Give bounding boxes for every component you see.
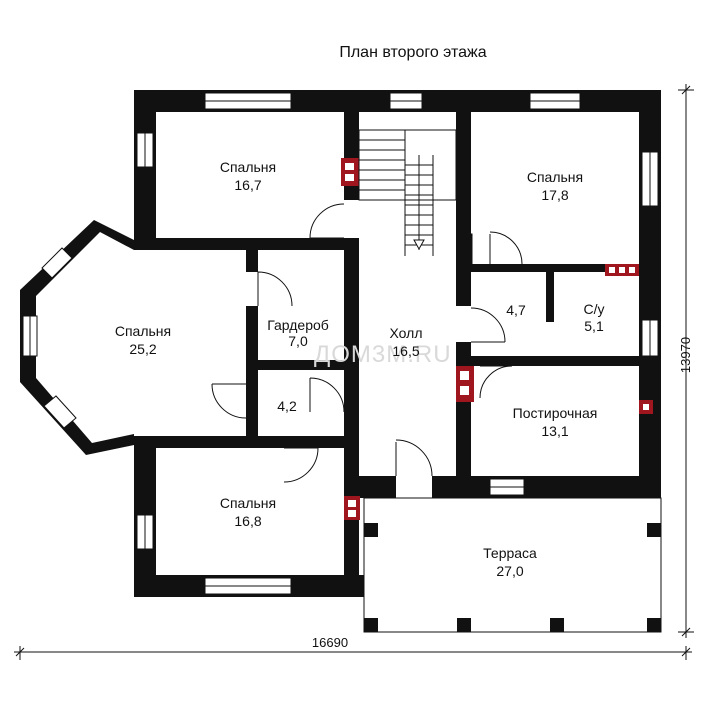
dimension-width: 16690 <box>312 635 348 650</box>
vent-blocks <box>341 158 653 520</box>
room-laundry-name: Постирочная <box>513 405 598 421</box>
room-bedroom-1-name: Спальня <box>220 159 276 175</box>
staircase <box>358 129 457 256</box>
watermark: ДОМ3М.RU <box>314 341 452 368</box>
room-small-1-area: 4,7 <box>506 302 526 318</box>
room-bedroom-4-name: Спальня <box>220 495 276 511</box>
terrace <box>363 497 662 633</box>
room-laundry-area: 13,1 <box>541 423 568 439</box>
windows <box>22 92 659 595</box>
room-terrace-area: 27,0 <box>496 563 523 579</box>
dimension-lines <box>14 84 694 660</box>
room-bedroom-3-area: 25,2 <box>129 341 156 357</box>
room-hall-name: Холл <box>390 325 423 341</box>
room-bedroom-2-area: 17,8 <box>541 187 568 203</box>
room-bedroom-4-area: 16,8 <box>234 513 261 529</box>
plan-title: План второго этажа <box>339 44 486 61</box>
dimension-height: 13970 <box>678 337 693 373</box>
room-terrace-name: Терраса <box>483 545 537 561</box>
room-hall-area: 16,5 <box>392 343 419 359</box>
room-bedroom-1-area: 16,7 <box>234 177 261 193</box>
room-small-2-area: 4,2 <box>277 398 297 414</box>
room-bathroom-area: 5,1 <box>584 318 604 334</box>
room-labels: Спальня 16,7 Спальня 17,8 Спальня 25,2 Г… <box>115 159 605 579</box>
room-wardrobe-name: Гардероб <box>267 317 329 333</box>
room-bathroom-name: С/у <box>584 301 605 317</box>
room-bedroom-3-name: Спальня <box>115 323 171 339</box>
room-wardrobe-area: 7,0 <box>288 333 308 349</box>
room-bedroom-2-name: Спальня <box>527 169 583 185</box>
doors <box>211 200 554 498</box>
